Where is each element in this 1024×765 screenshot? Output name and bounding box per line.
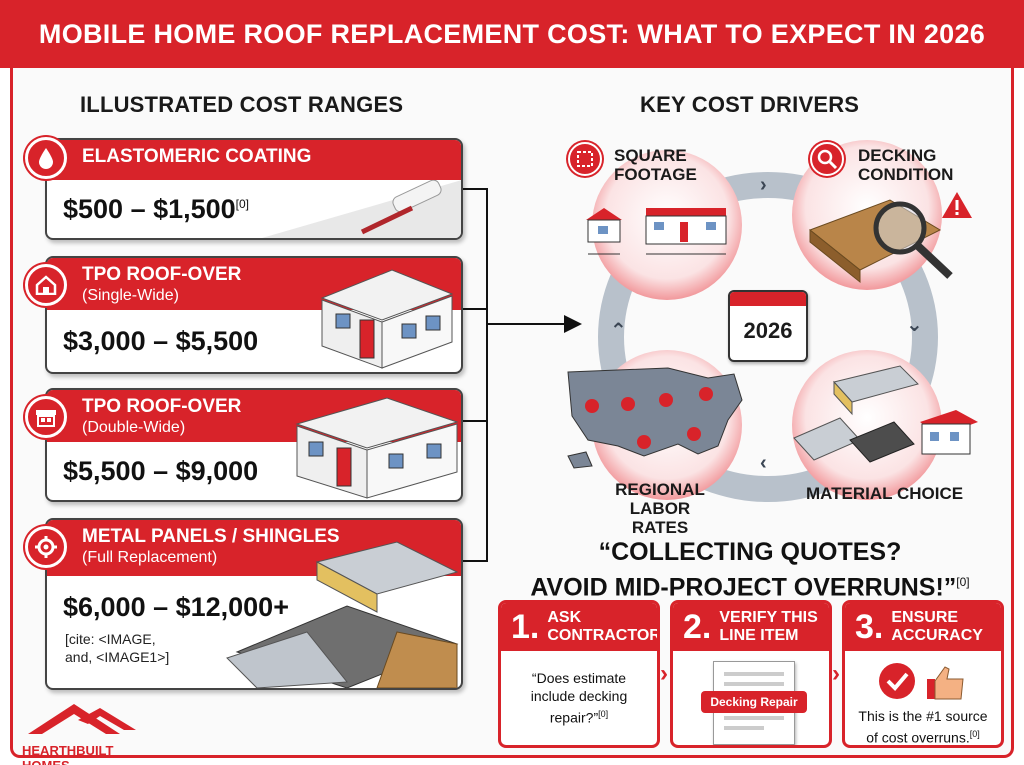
connector-line (463, 308, 487, 310)
chevron-left-icon: ‹ (760, 452, 767, 474)
square-footage-label: SQUARE FOOTAGE (614, 146, 697, 184)
step-body: This is the #1 source of cost overruns.[… (858, 708, 988, 746)
chevron-down-icon: ⌄ (906, 314, 923, 336)
card-sublabel: (Full Replacement) (82, 549, 218, 566)
brand-name: HEARTHBUILT HOMES (22, 743, 114, 765)
calendar-icon: 2026 (728, 290, 808, 362)
house-icon (25, 264, 67, 306)
citation-mark: [0] (598, 709, 609, 719)
cost-ranges-title: ILLUSTRATED COST RANGES (80, 92, 404, 117)
chevron-right-icon: › (760, 174, 767, 196)
label-line: DECKING (858, 146, 937, 165)
roofing-materials-illustration (793, 365, 978, 463)
store-icon (25, 396, 67, 438)
step-number: 3. (855, 607, 884, 646)
card-label: ELASTOMERIC COATING (82, 146, 312, 167)
gear-icon (25, 526, 67, 568)
chevron-up-icon: ⌃ (610, 320, 627, 342)
roof-logo-icon (28, 704, 136, 734)
decking-condition-label: DECKING CONDITION (858, 146, 953, 184)
arrow-right-icon: › (660, 660, 668, 687)
label-line: CONDITION (858, 165, 954, 184)
card-price: $3,000 – $5,500 (63, 326, 259, 356)
quote-callout: “COLLECTING QUOTES? AVOID MID-PROJECT OV… (500, 537, 1000, 602)
step-number: 2. (683, 607, 712, 646)
arrow-right-icon: › (832, 660, 840, 687)
brand-logo: HEARTHBUILT HOMES (22, 700, 162, 765)
card-price: $500 – $1,500[0] (63, 194, 249, 225)
connector-line (486, 188, 488, 562)
citation-mark: [0] (969, 729, 980, 739)
card-label: METAL PANELS / SHINGLES (82, 526, 340, 547)
card-sublabel: (Double-Wide) (82, 419, 186, 436)
calendar-header (730, 292, 806, 306)
measure-icon (568, 142, 602, 176)
cost-card-elastomeric: ELASTOMERIC COATING $500 – $1,500[0] (45, 138, 463, 240)
cost-card-tpo-double: TPO ROOF-OVER (Double-Wide) $5,500 – $9,… (45, 388, 463, 502)
connector-line (463, 420, 487, 422)
connector-line (463, 560, 487, 562)
arrow-right-icon (564, 315, 582, 333)
label-line: SQUARE (614, 146, 687, 165)
connector-arrow-line (486, 323, 568, 325)
citation-mark: [0] (235, 197, 250, 211)
card-label: TPO ROOF-OVER (82, 264, 242, 285)
citation-line: and, <IMAGE1>] (65, 649, 170, 665)
card-sublabel: (Single-Wide) (82, 287, 179, 304)
card-price: $6,000 – $12,000+ (63, 592, 289, 622)
label-line: LABOR RATES (629, 499, 691, 537)
card-label: TPO ROOF-OVER (82, 396, 242, 417)
rotted-decking-illustration (809, 199, 953, 284)
label-line: FOOTAGE (614, 165, 697, 184)
calendar-year: 2026 (743, 318, 793, 343)
single-wide-house-illustration (320, 269, 454, 369)
metal-citation: [cite: <IMAGE, and, <IMAGE1>] (65, 630, 169, 666)
metal-shingle-illustration (226, 541, 459, 688)
paint-roller-illustration (262, 180, 461, 238)
card-price: $5,500 – $9,000 (63, 456, 259, 486)
citation-mark: [0] (956, 575, 970, 589)
house-size-illustration (586, 208, 727, 255)
cost-drivers-title: KEY COST DRIVERS (640, 92, 860, 117)
title-banner: MOBILE HOME ROOF REPLACEMENT COST: WHAT … (0, 0, 1024, 68)
cost-card-metal: METAL PANELS / SHINGLES (Full Replacemen… (45, 518, 463, 690)
step-number: 1. (511, 607, 540, 646)
material-choice-label: MATERIAL CHOICE (806, 484, 964, 503)
connector-line (463, 188, 487, 190)
page-title: MOBILE HOME ROOF REPLACEMENT COST: WHAT … (38, 18, 986, 49)
us-map-illustration (567, 367, 743, 469)
price-value: $500 – $1,500 (63, 194, 236, 224)
decking-repair-tag: Decking Repair (701, 691, 807, 713)
label-line: REGIONAL (615, 480, 705, 499)
warning-icon (942, 192, 972, 218)
citation-line: [cite: <IMAGE, (65, 631, 156, 647)
regional-labor-label: REGIONAL LABOR RATES (600, 480, 720, 537)
water-drop-icon (25, 137, 67, 179)
double-wide-house-illustration (295, 397, 459, 499)
cost-card-tpo-single: TPO ROOF-OVER (Single-Wide) $3,000 – $5,… (45, 256, 463, 374)
approval-icons (879, 663, 964, 700)
card-header: ELASTOMERIC COATING (47, 140, 461, 180)
magnifier-icon (810, 142, 844, 176)
step-body: “Does estimate include decking repair?”[… (530, 670, 628, 726)
quote-line: “COLLECTING QUOTES? (598, 538, 902, 566)
quote-line: AVOID MID-PROJECT OVERRUNS!”[0] (530, 573, 970, 602)
